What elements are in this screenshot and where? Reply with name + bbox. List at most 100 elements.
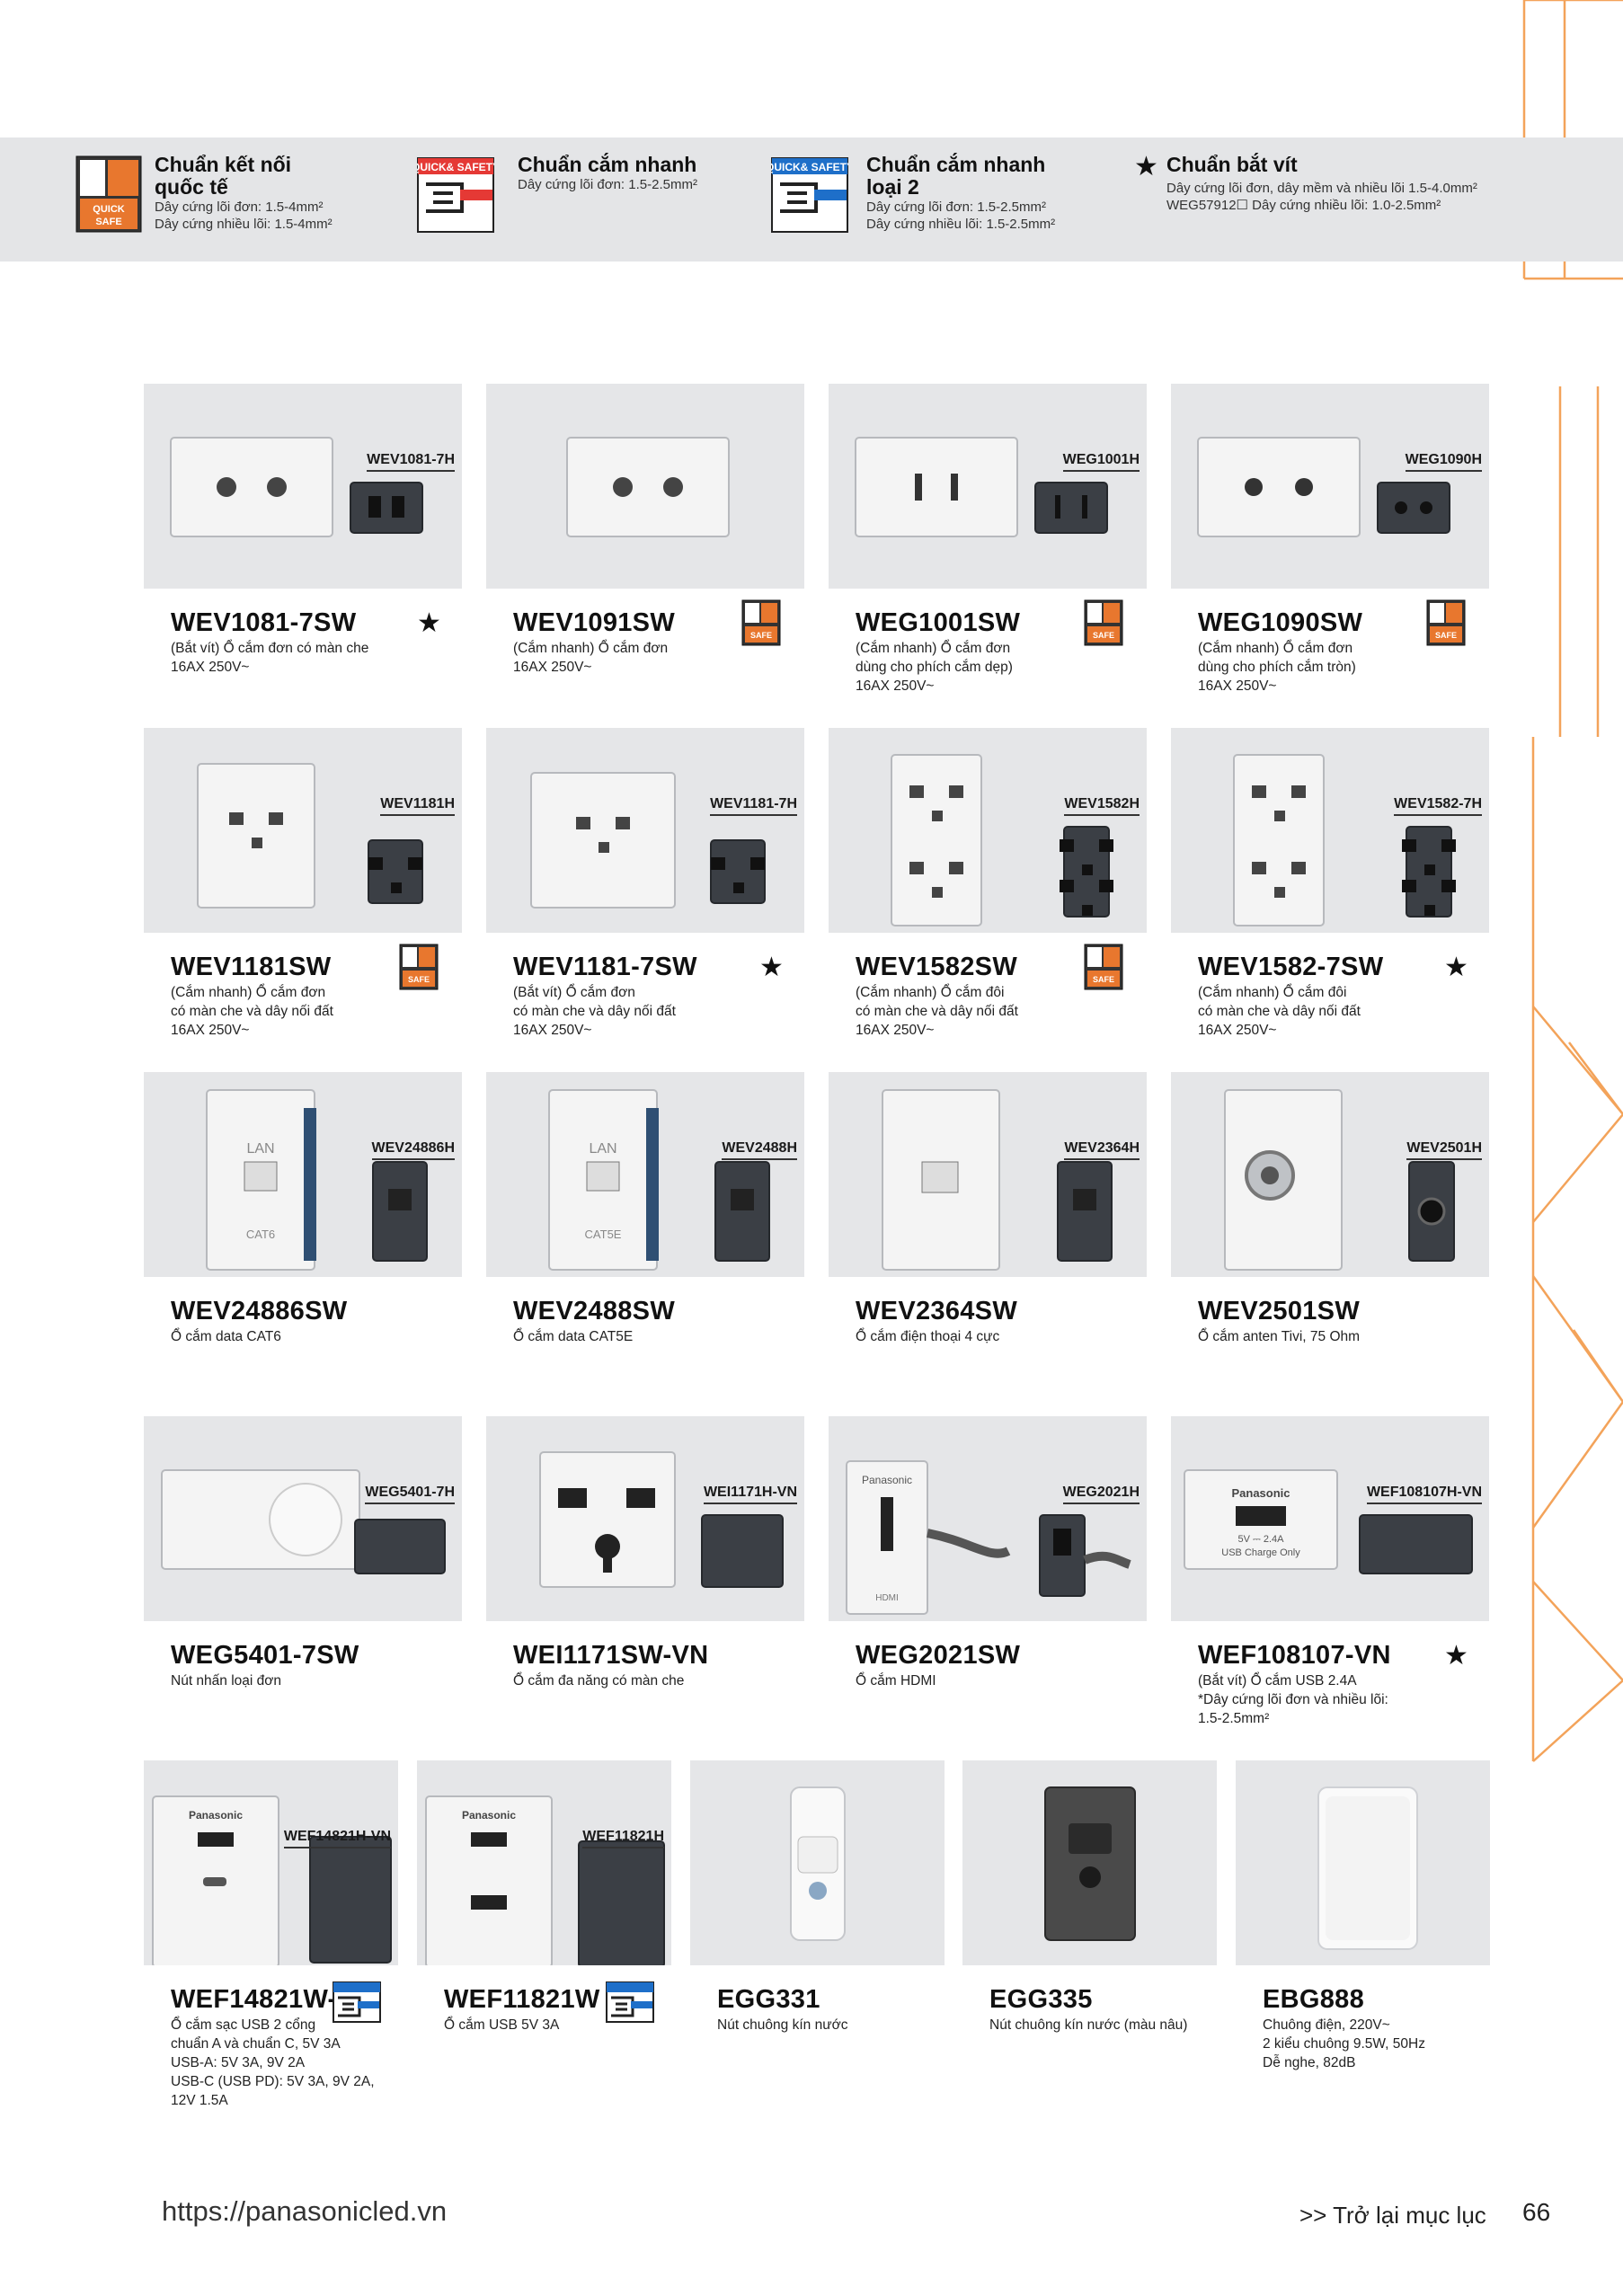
svg-text:CAT6: CAT6 — [246, 1228, 275, 1241]
product-code: WEG2021SW — [856, 1641, 1021, 1670]
svg-text:Panasonic: Panasonic — [189, 1809, 243, 1822]
legend-title: Chuẩn bắt vít — [1166, 153, 1298, 176]
module-code-label: WEV2501H — [1406, 1140, 1482, 1160]
product-photo — [486, 384, 804, 589]
description-line: (Cắm nhanh) Ổ cắm đơn — [513, 641, 669, 656]
product-description: Ổ cắm USB 5V 3A — [444, 2016, 559, 2034]
description-line: có màn che và dây nối đất — [171, 1004, 333, 1019]
module-code-label: WEV2364H — [1064, 1140, 1140, 1160]
legend-desc: Dây cứng lõi đơn, dây mềm và nhiều lõi 1… — [1166, 181, 1477, 213]
star-icon: ★ — [1444, 953, 1468, 982]
description-line: 1.5-2.5mm² — [1198, 1711, 1270, 1726]
product-code: WEV2501SW — [1198, 1297, 1360, 1325]
module-code-label: WEV24886H — [371, 1140, 455, 1160]
product-image — [1224, 1089, 1455, 1271]
svg-text:SAFE: SAFE — [95, 217, 121, 227]
svg-text:HDMI: HDMI — [875, 1593, 899, 1603]
description-line: 16AX 250V~ — [856, 678, 935, 694]
product-description: Ổ cắm HDMI — [856, 1671, 936, 1690]
product-image — [539, 1451, 784, 1588]
description-line: (Cắm nhanh) Ổ cắm đơn — [171, 985, 326, 1000]
product-description: Ổ cắm data CAT6 — [171, 1327, 281, 1346]
footer-url[interactable]: https://panasonicled.vn — [162, 2195, 448, 2227]
star-icon: ★ — [417, 608, 441, 638]
description-line: có màn che và dây nối đất — [856, 1004, 1018, 1019]
quick-safety-blue-badge-icon: QUICK& SAFETY — [771, 157, 848, 233]
decorative-outline-letters — [1522, 0, 1623, 1762]
quick-safe-badge-icon: SAFE — [1426, 599, 1466, 646]
product-image — [882, 1089, 1113, 1271]
product-code: WEV1181-7SW — [513, 953, 697, 981]
product-image — [1197, 437, 1450, 537]
svg-text:QUICK& SAFETY: QUICK& SAFETY — [417, 161, 494, 173]
product-code: WEV1081-7SW — [171, 608, 357, 637]
description-line: Nút chuông kín nước — [717, 2017, 848, 2033]
quick-safe-badge-icon: SAFE — [399, 944, 439, 990]
product-code: WEV24886SW — [171, 1297, 348, 1325]
description-line: Dễ nghe, 82dB — [1263, 2055, 1356, 2070]
quick-safety-blue-badge-icon — [606, 1981, 654, 2023]
product-description: (Bắt vít) Ổ cắm đơn có màn che và dây nối… — [513, 983, 676, 1040]
product-image — [161, 1469, 446, 1574]
quick-safety-blue-badge-icon — [333, 1981, 381, 2023]
description-line: có màn che và dây nối đất — [513, 1004, 676, 1019]
svg-text:USB Charge Only: USB Charge Only — [1221, 1547, 1300, 1558]
product-photo — [144, 1416, 462, 1621]
product-photo — [1236, 1760, 1490, 1965]
module-code-label: WEV1181H — [380, 796, 455, 816]
svg-text:SAFE: SAFE — [1093, 631, 1114, 640]
product-code: EBG888 — [1263, 1985, 1365, 2014]
product-photo — [1171, 1072, 1489, 1277]
product-code: WEV1091SW — [513, 608, 675, 637]
module-code-label: WEG2021H — [1062, 1485, 1140, 1504]
description-line: Nút nhấn loại đơn — [171, 1673, 282, 1689]
description-line: Nút chuông kín nước (màu nâu) — [989, 2017, 1188, 2033]
module-code-label: WEV1081-7H — [367, 452, 455, 472]
star-icon: ★ — [1134, 152, 1158, 182]
product-code: WEV1582-7SW — [1198, 953, 1384, 981]
description-line: 16AX 250V~ — [171, 1023, 250, 1038]
product-photo: Panasonic — [417, 1760, 671, 1965]
module-code-label: WEV2488H — [722, 1140, 797, 1160]
product-photo — [829, 384, 1147, 589]
description-line: 16AX 250V~ — [856, 1023, 935, 1038]
description-line: dùng cho phích cắm dẹp) — [856, 660, 1013, 675]
product-description: Ổ cắm đa năng có màn che — [513, 1671, 684, 1690]
product-description: (Bắt vít) Ổ cắm USB 2.4A*Dây cứng lõi đơ… — [1198, 1671, 1388, 1728]
description-line: Ổ cắm data CAT5E — [513, 1329, 634, 1344]
module-code-label: WEV1181-7H — [710, 796, 797, 816]
product-description: Ổ cắm anten Tivi, 75 Ohm — [1198, 1327, 1360, 1346]
product-code: EGG331 — [717, 1985, 820, 2014]
svg-text:5V ⎓ 2.4A: 5V ⎓ 2.4A — [1238, 1534, 1285, 1545]
product-code: WEG5401-7SW — [171, 1641, 359, 1670]
product-code: WEF108107-VN — [1198, 1641, 1391, 1670]
product-image — [1233, 754, 1456, 926]
quick-safe-badge-icon: SAFE — [1084, 599, 1123, 646]
product-image: Panasonic — [425, 1795, 665, 1965]
module-code-label: WEF11821H — [582, 1829, 664, 1848]
quick-safe-badge-icon: QUICK SAFE — [75, 155, 142, 233]
legend-desc: Dây cứng lõi đơn: 1.5-2.5mm² — [518, 177, 697, 192]
product-image — [855, 437, 1108, 537]
product-description: Nút chuông kín nước — [717, 2016, 847, 2034]
star-icon: ★ — [759, 953, 784, 982]
module-code-label: WEG1090H — [1405, 452, 1482, 472]
svg-text:SAFE: SAFE — [1093, 975, 1114, 984]
back-to-contents-link[interactable]: >> Trở lại mục lục — [1299, 2202, 1486, 2229]
product-description: Nút nhấn loại đơn — [171, 1671, 281, 1690]
description-line: (Bắt vít) Ổ cắm đơn — [513, 985, 635, 1000]
product-photo — [486, 728, 804, 933]
product-code: EGG335 — [989, 1985, 1093, 2014]
